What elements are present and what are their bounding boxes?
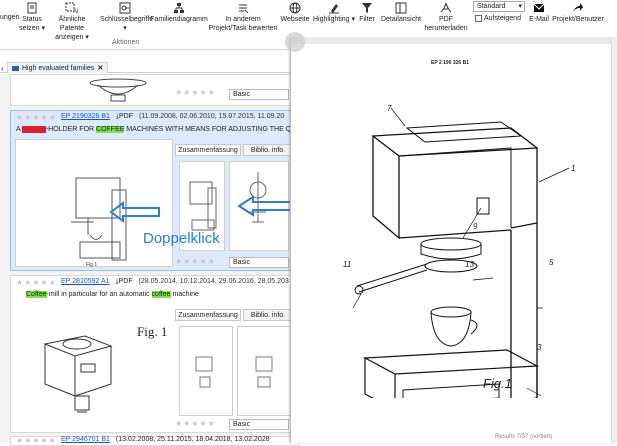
family-diagram-button[interactable]: Familiendiagramm	[150, 2, 208, 24]
ribbon-item-0[interactable]: ungen	[0, 14, 20, 21]
coffee-mill-drawing	[43, 335, 113, 413]
list-item[interactable]: ★★★★★ Basic	[10, 74, 300, 106]
diagram-icon	[174, 3, 184, 13]
svg-text:Fig 1: Fig 1	[86, 262, 97, 268]
detail-sketch	[249, 172, 267, 223]
filter-icon	[362, 3, 372, 13]
collapse-left-icon[interactable]: ‹	[1, 64, 4, 73]
checkbox-box[interactable]	[475, 15, 482, 22]
detail-view-button[interactable]: Detailansicht	[380, 2, 422, 24]
doppelklick-annotation: Doppelklick	[143, 230, 220, 247]
ribbon-group-label: Aktionen	[112, 39, 140, 46]
basic-select[interactable]: Basic	[229, 89, 289, 100]
tab-zusammenfassung[interactable]: Zusammenfassung	[175, 309, 241, 321]
email-button[interactable]: E-Mail	[528, 2, 550, 24]
drawing-page-thumbnail[interactable]	[237, 326, 291, 416]
patent-number-link[interactable]: EP 2810592 A1	[61, 278, 110, 285]
ref-number: 11	[343, 260, 352, 269]
mail-icon	[533, 3, 545, 12]
highlight-icon	[329, 4, 339, 14]
svg-text:AI: AI	[73, 9, 79, 14]
close-icon[interactable]: ✕	[97, 65, 104, 72]
list-item[interactable]: ★★★★★ EP 2810592 A1 ⤓PDF (28.05.2014, 10…	[10, 275, 300, 433]
tab-high-evaluated-families[interactable]: High evaluated families ✕	[7, 62, 109, 73]
figure-label: Fig. 1	[137, 324, 168, 339]
coffee-machine-figure	[352, 107, 570, 398]
list-item[interactable]: ★★★★★ EP 2946701 B1 (13.02.2008, 25.11.2…	[10, 436, 300, 446]
tab-bar	[0, 61, 290, 73]
rating-stars[interactable]: ★★★★★	[175, 419, 216, 428]
list-icon	[239, 4, 249, 14]
drawing-page-thumbnail[interactable]	[179, 161, 225, 251]
drawing-page-thumbnail[interactable]	[179, 326, 233, 416]
pdf-label[interactable]: PDF	[118, 278, 133, 285]
ai-icon: AI	[65, 2, 79, 14]
highlighting-button[interactable]: Highlighting ▾	[312, 2, 356, 24]
basic-select[interactable]: Basic	[229, 257, 289, 268]
viewer-scrollbar[interactable]	[611, 38, 617, 443]
mill-sketch	[255, 356, 273, 388]
coffee-tamper-thumbnail	[89, 78, 147, 102]
tab-biblio-info[interactable]: Biblio. info.	[243, 309, 293, 321]
rating-stars[interactable]: ★★★★★	[16, 278, 57, 287]
rating-stars[interactable]: ★★★★★	[16, 436, 57, 445]
coffee-machine-drawing: Fig 1	[71, 177, 127, 268]
evaluate-other-project-button[interactable]: In anderem Projekt/Task bewerten	[208, 2, 278, 33]
key-icon	[119, 2, 131, 14]
rating-stars[interactable]: ★★★★★	[175, 88, 216, 97]
pdf-icon[interactable]: ⤓	[115, 113, 119, 120]
keywords-button[interactable]: Schlüsselbegriffe ▾	[100, 2, 153, 33]
blue-arrow-annotation	[237, 195, 296, 217]
doc-number: EP 2 190 326 B1	[431, 60, 469, 66]
drawing-page-thumbnail[interactable]	[229, 161, 289, 251]
tab-biblio-info[interactable]: Biblio. info.	[243, 144, 293, 156]
ref-number: 3	[537, 343, 542, 352]
rating-stars[interactable]: ★★★★★	[175, 257, 216, 266]
ref-number: 9	[473, 222, 478, 231]
share-icon	[573, 3, 583, 12]
filter-button[interactable]: Filter	[356, 2, 378, 24]
ref-number: 5	[549, 258, 554, 267]
project-user-button[interactable]: Projekt/Benutzer	[552, 2, 604, 24]
status-setzen-button[interactable]: Status setzen ▾	[18, 2, 46, 33]
patent-title: A FILTER-HOLDER FOR COFFEE MACHINES WITH…	[16, 126, 311, 133]
pdf-label[interactable]: PDF	[118, 113, 133, 120]
figure-label: Fig.1	[483, 376, 512, 391]
similar-patents-button[interactable]: AI Ähnliche Patente anzeigen ▾	[46, 2, 98, 42]
dates: (13.02.2008, 25.11.2015, 18.04.2018, 13.…	[115, 436, 270, 443]
mill-sketch	[195, 356, 213, 388]
rating-stars[interactable]: ★★★★★	[16, 113, 57, 122]
document-icon	[27, 2, 37, 14]
ascending-checkbox[interactable]: Aufsteigend	[475, 15, 521, 22]
viewer-top-bar	[291, 38, 617, 44]
chevron-down-icon: ▾	[518, 3, 522, 10]
patent-number-link[interactable]: EP 2946701 B1	[61, 436, 110, 443]
drag-handle-icon[interactable]	[285, 32, 305, 52]
sort-select[interactable]: Standard ▾	[473, 1, 525, 12]
patent-drawing-thumbnail[interactable]: Fig. 1	[15, 304, 173, 430]
patent-number-link[interactable]: EP 2190326 B1	[61, 113, 110, 120]
basic-select[interactable]: Basic	[229, 419, 289, 430]
detail-icon	[395, 2, 407, 14]
footer-status: Results 7/37 (sortiert)	[495, 434, 553, 440]
patent-title: Coffee-mill in particular for an automat…	[26, 291, 199, 298]
pdf-icon[interactable]: ⤓	[115, 278, 119, 285]
list-item-selected[interactable]: ★★★★★ EP 2190326 B1 ⤓PDF (11.09.2008, 02…	[10, 110, 311, 271]
ref-number: 7	[387, 104, 392, 113]
tab-zusammenfassung[interactable]: Zusammenfassung	[175, 144, 241, 156]
folder-icon	[12, 65, 19, 71]
pdf-icon	[440, 2, 452, 13]
ref-number: 13	[465, 260, 474, 269]
website-button[interactable]: Webseite	[280, 2, 310, 24]
blue-arrow-annotation	[109, 201, 160, 223]
machine-sketch	[189, 181, 217, 231]
globe-icon	[289, 2, 301, 14]
patent-drawing-thumbnail[interactable]: Fig 1	[15, 139, 173, 268]
ref-number: 1	[571, 164, 576, 173]
pdf-download-button[interactable]: PDF herunterladen	[424, 2, 468, 33]
dates: (28.05.2014, 10.12.2014, 29.06.2016, 28.…	[138, 278, 289, 285]
results-list: ★★★★★ Basic ★★★★★ EP 2190326 B1 ⤓PDF (11…	[0, 74, 311, 446]
dates: (11.09.2008, 02.06.2010, 15.07.2015, 11.…	[138, 113, 285, 120]
document-viewer[interactable]: EP 2 190 326 B1 7 1 9 11 13 5 3 Fig.1 Re…	[285, 32, 617, 443]
